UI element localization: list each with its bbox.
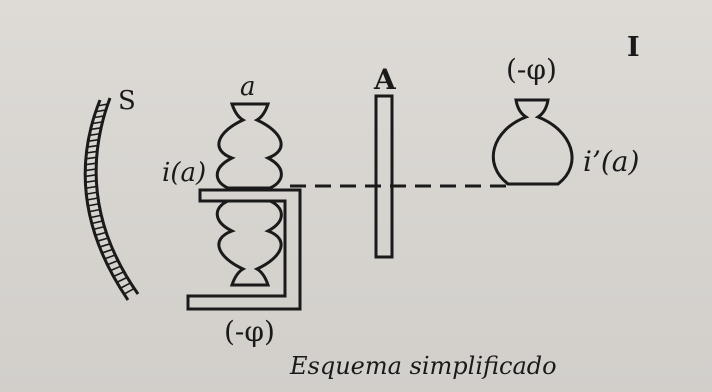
mirror-hatch-tick	[93, 225, 105, 231]
mirror-hatch-tick	[87, 202, 100, 207]
mirror-hatching	[85, 103, 135, 295]
vase-i-a	[215, 199, 283, 287]
mirror-hatch-tick	[91, 220, 103, 225]
mirror-hatch-tick	[116, 276, 128, 284]
mirror-hatch-tick	[90, 127, 102, 131]
object-image-arg: (a)	[170, 158, 207, 188]
diagram-caption: Esquema simplificado	[290, 352, 557, 380]
mirror-hatch-tick	[85, 179, 97, 184]
mirror-label: S	[118, 86, 136, 116]
vase-i-prime-a	[491, 98, 574, 186]
mirror-hatch-tick	[104, 254, 116, 260]
mirror-hatch-tick	[95, 231, 107, 237]
mirror-hatch-tick	[97, 103, 109, 107]
mirror-hatch-tick	[97, 237, 109, 242]
mirror-hatch-tick	[85, 168, 97, 172]
object-image-prefix: i	[162, 158, 171, 188]
support-bracket	[186, 188, 302, 311]
mirror-hatch-tick	[85, 162, 97, 166]
mirror-hatch-tick	[87, 144, 98, 148]
vase-a	[215, 102, 283, 190]
mirror-hatch-tick	[113, 271, 125, 278]
mirror-hatch-tick	[86, 150, 98, 154]
mirror-hatch-tick	[85, 185, 97, 190]
virtual-image-phase-label: (-φ)	[506, 53, 557, 86]
plate-label: A	[374, 63, 396, 96]
mirror-hatch-tick	[107, 259, 119, 266]
mirror-hatch-tick	[86, 197, 99, 201]
mirror-hatch-tick	[87, 138, 99, 142]
mirror-hatch-tick	[85, 156, 97, 160]
mirror-hatch-tick	[101, 248, 113, 254]
plate-a	[374, 94, 394, 259]
bracket-phase-label: (-φ)	[224, 315, 275, 348]
mirror-hatch-tick	[89, 132, 100, 137]
mirror-hatch-tick	[95, 109, 107, 113]
mirror-hatch-tick	[99, 242, 111, 248]
virtual-image-label: i’(a)	[583, 148, 639, 176]
mirror-hatch-tick	[120, 282, 131, 289]
virtual-image-arg: (a)	[600, 145, 640, 178]
object-label: a	[240, 72, 256, 102]
mirror-hatch-tick	[88, 208, 101, 213]
mirror-hatch-tick	[86, 191, 98, 195]
mirror-hatch-tick	[91, 121, 103, 125]
mirror-hatch-tick	[123, 287, 135, 295]
virtual-image-prefix: i’	[583, 145, 601, 178]
section-number-label: I	[627, 32, 640, 63]
mirror-hatch-tick	[93, 115, 105, 119]
mirror-hatch-tick	[85, 174, 97, 178]
curved-mirror-s	[83, 97, 140, 301]
mirror-hatch-tick	[90, 214, 102, 219]
object-image-label: i(a)	[162, 160, 206, 186]
mirror-hatch-tick	[110, 265, 122, 272]
